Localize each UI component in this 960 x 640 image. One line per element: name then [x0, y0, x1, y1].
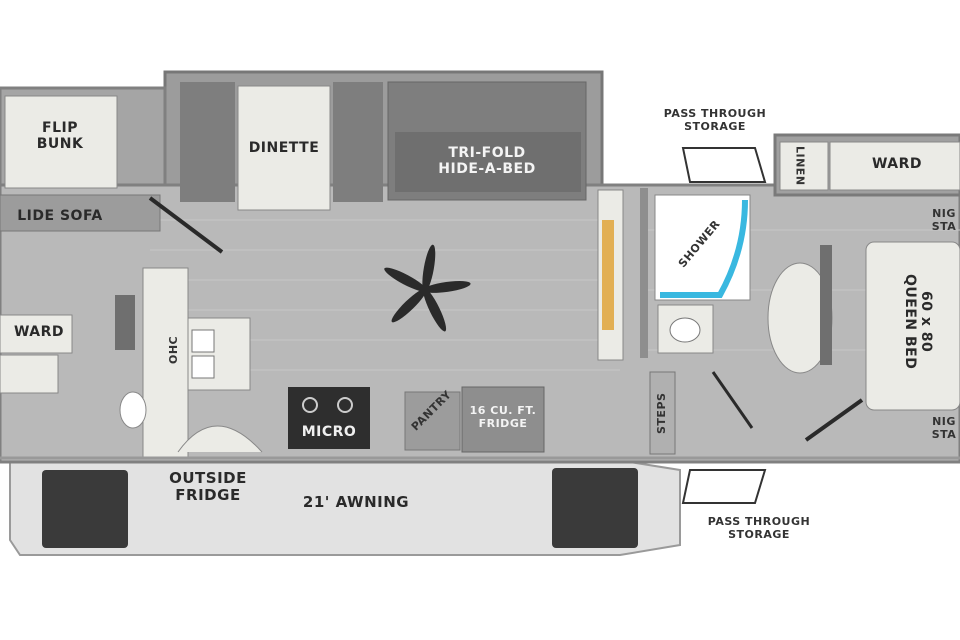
kitchen-island: [187, 317, 251, 391]
flip-bunk-box: [4, 95, 118, 189]
dinette-bench-right: [333, 82, 383, 202]
slide-sofa-label: LIDE SOFA: [17, 208, 103, 224]
ceiling-fan-icon: [384, 244, 471, 332]
fridge-box: [461, 386, 545, 453]
left-cabinet: [0, 354, 59, 394]
trifold-cushion: [395, 132, 581, 192]
toilet-icon: [669, 317, 701, 343]
burner-1: [302, 397, 318, 413]
kitchen-arc: [177, 425, 263, 453]
ward-left-label: WARD: [13, 324, 65, 340]
vanity-mirror: [820, 245, 832, 365]
shower-stall: [654, 194, 751, 301]
night-stand-top-label: NIG STA: [931, 207, 957, 233]
entry-steps: [649, 371, 676, 455]
wardrobe-left: [0, 314, 73, 354]
pass-through-top-label: PASS THROUGH STORAGE: [663, 107, 767, 133]
tire-right: [552, 468, 638, 548]
micro-label: MICRO: [301, 424, 357, 440]
sofa-divider-line: [148, 196, 224, 254]
awning-label: 21' AWNING: [302, 493, 410, 511]
queen-bed-label: 60 x 80 QUEEN BED: [902, 274, 935, 370]
linen-box: [779, 141, 829, 191]
ohc-label: OHC: [167, 335, 180, 365]
night-stand-bottom-label: NIG STA: [931, 415, 957, 441]
pass-through-bottom-label: PASS THROUGH STORAGE: [707, 515, 811, 541]
bathroom-door-line: [711, 371, 754, 429]
flip-bunk-label: FLIP BUNK: [36, 120, 84, 153]
queen-bed: [865, 241, 960, 411]
sink-left: [191, 329, 215, 353]
dinette-label: DINETTE: [248, 140, 320, 156]
pass-through-storage-top: [681, 147, 767, 183]
shower-curve: [660, 199, 748, 298]
trash-bin: [119, 391, 147, 429]
linen-label: LINEN: [793, 146, 807, 186]
bedroom-door-line: [804, 398, 864, 442]
outside-fridge-label: OUTSIDE FRIDGE: [169, 469, 247, 505]
burner-2: [337, 397, 353, 413]
dinette-table: [237, 85, 331, 211]
pass-through-storage-bottom: [681, 469, 767, 504]
steps-label: STEPS: [655, 392, 668, 434]
microwave: [288, 387, 370, 449]
trifold-label: TRI-FOLD HIDE-A-BED: [438, 145, 536, 178]
kitchen-wall: [142, 267, 189, 459]
tire-left: [42, 470, 128, 548]
ward-right-label: WARD: [871, 156, 923, 172]
left-divider: [115, 295, 135, 350]
fridge-label: 16 CU. FT. FRIDGE: [469, 404, 537, 430]
slide-sofa-box: [0, 194, 161, 232]
bathroom-wall: [640, 188, 648, 358]
dinette-bench-left: [180, 82, 235, 202]
fireplace-accent: [602, 220, 614, 330]
sink-right: [191, 355, 215, 379]
pantry-box: [404, 391, 461, 451]
wardrobe-right-box: [829, 141, 960, 191]
